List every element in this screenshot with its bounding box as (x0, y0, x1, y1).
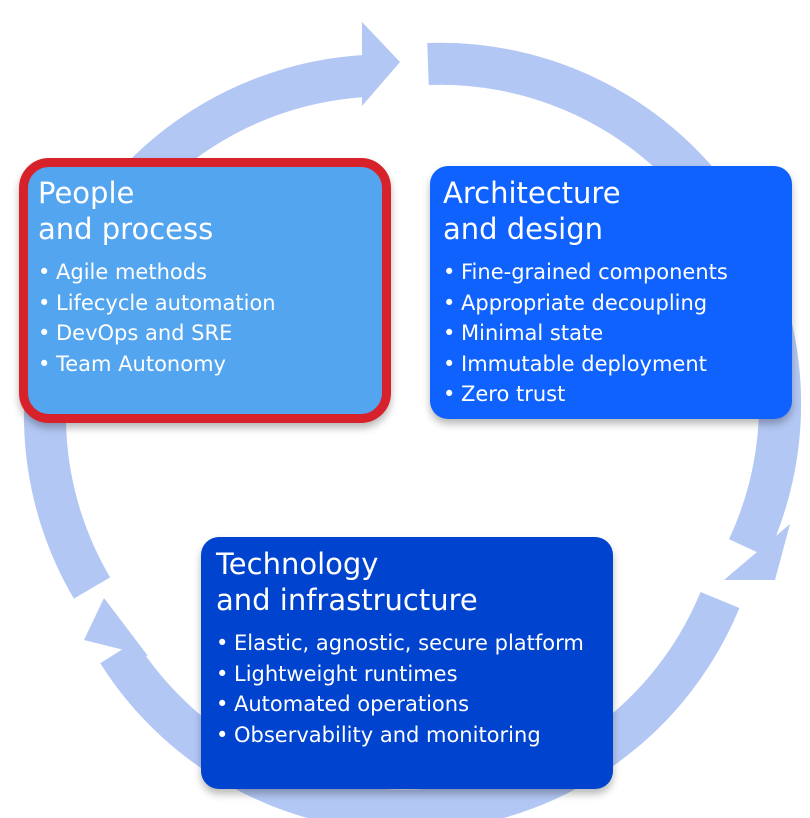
technology-list: •Elastic, agnostic, secure platform •Lig… (216, 628, 613, 750)
list-item: •Agile methods (38, 260, 207, 284)
people-title: People and process (38, 175, 382, 247)
list-item: •Team Autonomy (38, 351, 226, 376)
architecture-and-design-box: Architecture and design •Fine-grained co… (430, 166, 792, 419)
list-item: •DevOps and SRE (38, 321, 233, 345)
list-item: •Lifecycle automation (38, 290, 276, 315)
people-list: •Agile methods •Lifecycle automation •De… (38, 257, 382, 379)
list-item: •Observability and monitoring (216, 722, 541, 747)
list-item: •Minimal state (443, 321, 604, 345)
technology-and-infrastructure-box: Technology and infrastructure •Elastic, … (201, 537, 613, 789)
list-item: •Lightweight runtimes (216, 661, 458, 686)
architecture-title-line2: and design (443, 212, 603, 246)
architecture-list: •Fine-grained components •Appropriate de… (443, 257, 792, 410)
list-item: •Elastic, agnostic, secure platform (216, 631, 584, 655)
list-item: •Automated operations (216, 692, 470, 716)
list-item: •Zero trust (443, 382, 566, 406)
architecture-title: Architecture and design (443, 175, 792, 247)
list-item: •Fine-grained components (443, 260, 728, 284)
technology-title-line1: Technology (216, 547, 379, 581)
arrowhead-left (84, 598, 148, 656)
technology-title-line2: and infrastructure (216, 583, 478, 617)
arrowhead-top (362, 22, 400, 106)
arrowhead-right (724, 524, 790, 580)
people-title-line2: and process (38, 212, 214, 246)
people-title-line1: People (38, 176, 135, 210)
list-item: •Appropriate decoupling (443, 290, 708, 315)
list-item: •Immutable deployment (443, 351, 707, 376)
architecture-title-line1: Architecture (443, 176, 621, 210)
arc-bottom (100, 591, 740, 818)
people-and-process-box: People and process •Agile methods •Lifec… (19, 158, 391, 423)
technology-title: Technology and infrastructure (216, 546, 613, 618)
